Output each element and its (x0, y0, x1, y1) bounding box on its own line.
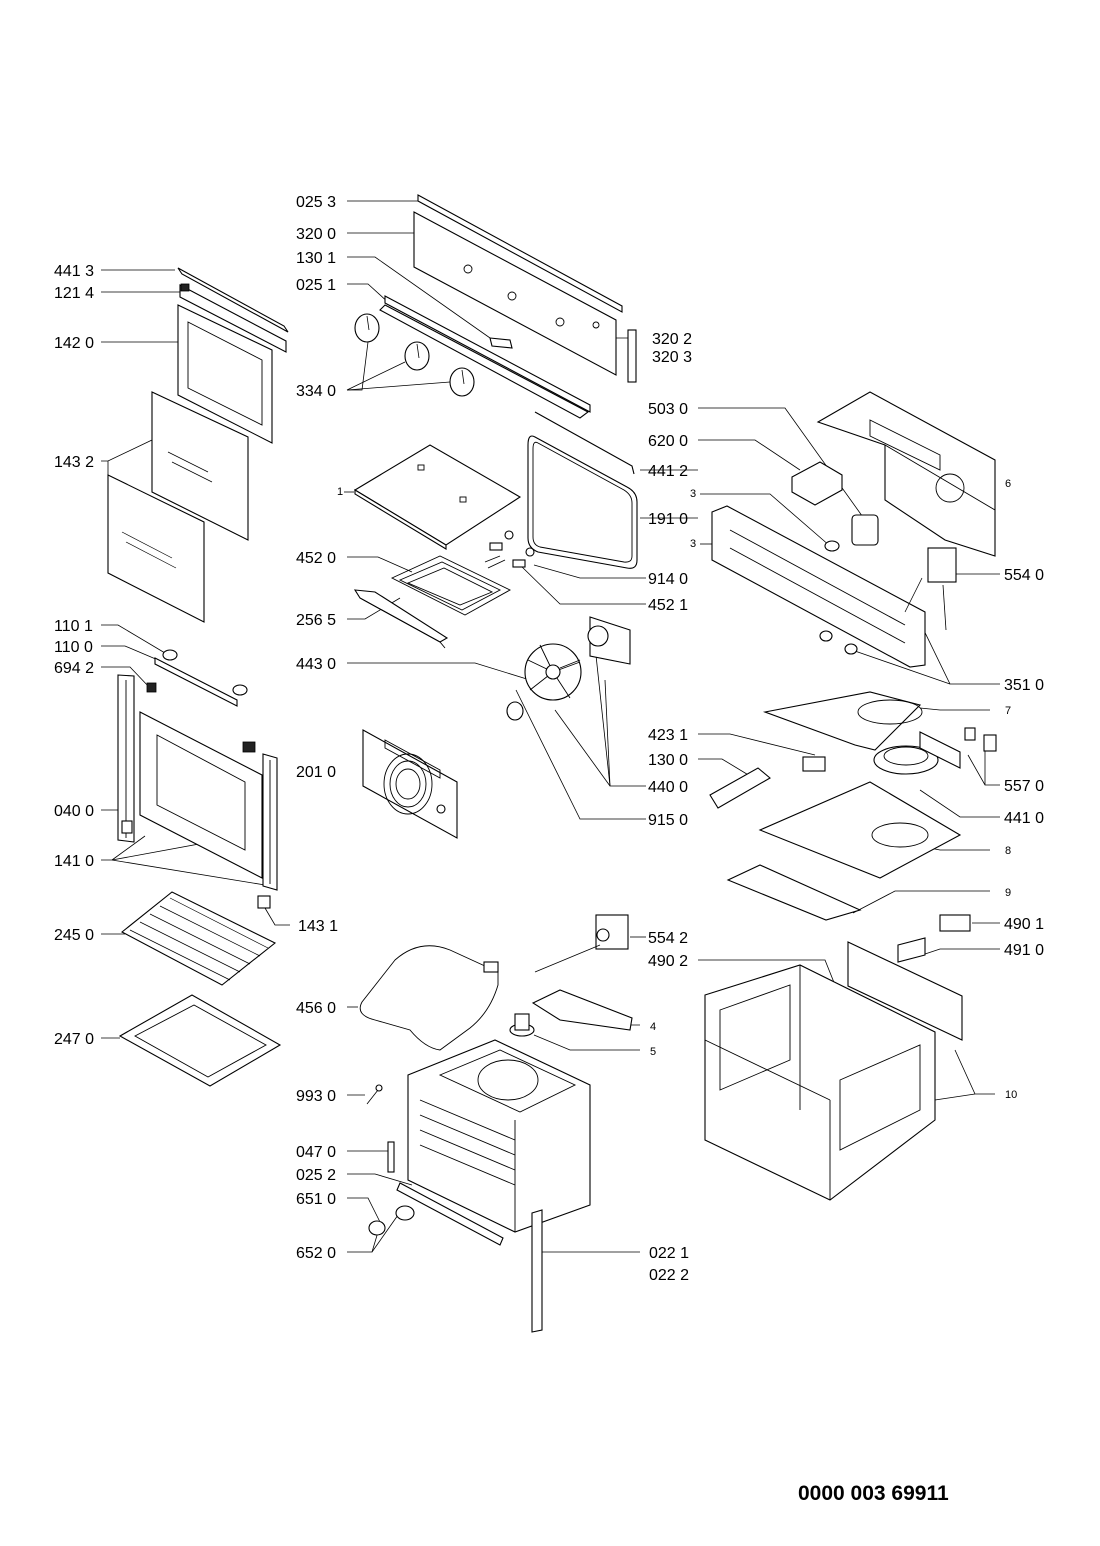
label-620-0: 620 0 (648, 433, 688, 450)
baking-tray (118, 994, 282, 1087)
label-142-0: 142 0 (54, 335, 94, 352)
label-047-0: 047 0 (296, 1144, 336, 1161)
label-4: 4 (650, 1021, 656, 1033)
label-443-0: 443 0 (296, 656, 336, 673)
label-110-1: 110 1 (54, 618, 93, 635)
label-201-0: 201 0 (296, 764, 336, 781)
label-490-1: 490 1 (1004, 916, 1044, 933)
label-320-2: 320 2 (652, 331, 692, 348)
outer-casing (704, 941, 963, 1201)
door-top-profile (177, 267, 289, 353)
screw (366, 1084, 383, 1105)
label-143-1: 143 1 (298, 918, 338, 935)
door-hinge-parts (146, 649, 248, 707)
label-557-0: 557 0 (1004, 778, 1044, 795)
label-554-0: 554 0 (1004, 567, 1044, 584)
thermostat (534, 914, 629, 973)
label-441-0: 441 0 (1004, 810, 1044, 827)
lower-trim-strip (396, 1182, 504, 1246)
label-121-4: 121 4 (54, 285, 94, 302)
bottom-heating-element (359, 945, 499, 1051)
label-6: 6 (1005, 478, 1011, 490)
air-ducts-lower (726, 781, 962, 921)
inner-glass-panes (107, 391, 249, 623)
small-bracket (387, 1141, 395, 1173)
adjustable-feet (368, 1205, 415, 1236)
label-503-0: 503 0 (648, 401, 688, 418)
side-trim-strip (531, 1209, 543, 1333)
control-bracket (711, 505, 926, 668)
cooling-fan (873, 745, 939, 775)
label-025-2: 025 2 (296, 1167, 336, 1184)
label-247-0: 247 0 (54, 1031, 94, 1048)
top-grill-element (390, 530, 535, 616)
control-board (709, 756, 826, 809)
oven-cavity (407, 1039, 591, 1233)
label-452-1: 452 1 (648, 597, 688, 614)
label-9: 9 (1005, 887, 1011, 899)
label-022-2: 022 2 (649, 1267, 689, 1284)
document-number: 0000 003 69911 (798, 1482, 949, 1505)
label-915-0: 915 0 (648, 812, 688, 829)
label-3a: 3 (690, 488, 696, 500)
label-141-0: 141 0 (54, 853, 94, 870)
switches (919, 727, 997, 769)
label-143-2: 143 2 (54, 454, 94, 471)
timer-motor (824, 514, 879, 552)
label-8: 8 (1005, 845, 1011, 857)
rear-fan-cover (362, 729, 458, 839)
label-914-0: 914 0 (648, 571, 688, 588)
door-gasket (527, 411, 638, 569)
label-025-3: 025 3 (296, 194, 336, 211)
label-191-0: 191 0 (648, 511, 688, 528)
rear-housing (816, 391, 996, 557)
label-651-0: 651 0 (296, 1191, 336, 1208)
label-456-0: 456 0 (296, 1000, 336, 1017)
label-245-0: 245 0 (54, 927, 94, 944)
label-5: 5 (650, 1046, 656, 1058)
label-554-2: 554 2 (648, 930, 688, 947)
fan-assembly (506, 616, 631, 721)
label-10: 10 (1005, 1089, 1017, 1101)
terminal-block (791, 461, 843, 506)
wire-shelf (121, 891, 277, 986)
label-440-0: 440 0 (648, 779, 688, 796)
callout-labels: 025 3 320 0 130 1 025 1 334 0 441 3 121 … (54, 194, 1044, 1284)
control-panel (413, 194, 637, 383)
cavity-top-plate (353, 444, 522, 550)
label-441-2: 441 2 (648, 463, 688, 480)
label-025-1: 025 1 (296, 277, 336, 294)
label-130-0: 130 0 (648, 752, 688, 769)
label-256-5: 256 5 (296, 612, 336, 629)
label-452-0: 452 0 (296, 550, 336, 567)
label-7: 7 (1005, 705, 1011, 717)
label-022-1: 022 1 (649, 1245, 689, 1262)
label-040-0: 040 0 (54, 803, 94, 820)
outer-door-glass (177, 304, 273, 444)
label-441-3: 441 3 (54, 263, 94, 280)
label-652-0: 652 0 (296, 1245, 336, 1262)
label-993-0: 993 0 (296, 1088, 336, 1105)
label-320-0: 320 0 (296, 226, 336, 243)
label-423-1: 423 1 (648, 727, 688, 744)
fan-duct-cover (509, 989, 633, 1037)
cavity-thermostat (904, 547, 957, 631)
label-694-2: 694 2 (54, 660, 94, 677)
label-320-3: 320 3 (652, 349, 692, 366)
label-351-0: 351 0 (1004, 677, 1044, 694)
cooling-duct-top (762, 691, 923, 751)
panel-support-rail (379, 295, 591, 419)
label-110-0: 110 0 (54, 639, 93, 656)
label-1: 1 (337, 486, 343, 498)
label-490-2: 490 2 (648, 953, 688, 970)
label-334-0: 334 0 (296, 383, 336, 400)
label-491-0: 491 0 (1004, 942, 1044, 959)
control-knobs (354, 313, 475, 397)
label-3b: 3 (690, 538, 696, 550)
label-130-1: 130 1 (296, 250, 336, 267)
inner-door-frame (117, 674, 278, 909)
grill-reflector (353, 589, 449, 649)
